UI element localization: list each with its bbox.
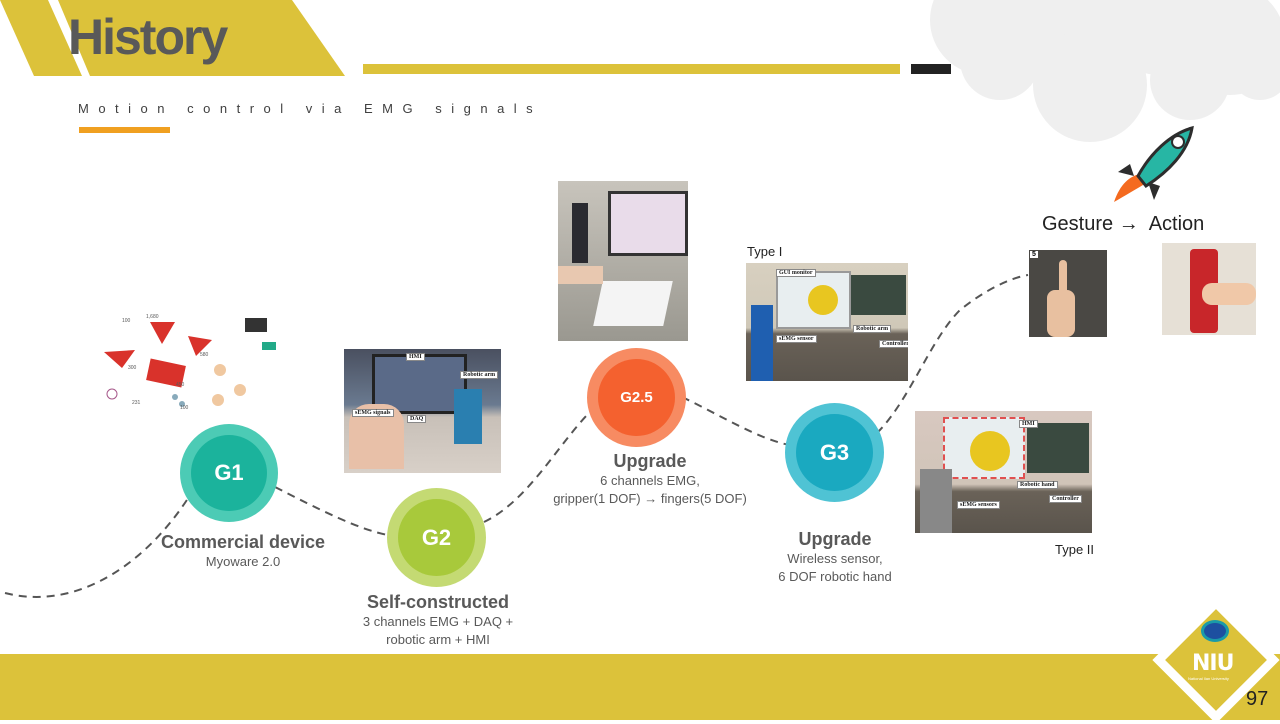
myoware-collage: 100 1,680 300 580 450 231 100 — [100, 312, 295, 417]
stage-node-g2: G2 — [387, 488, 486, 587]
gesture-action-heading: Gesture → Action — [1042, 213, 1205, 235]
logo-subtext: National Ilan University — [1188, 676, 1229, 681]
page-number: 97 — [1246, 688, 1269, 710]
header-decoration — [0, 0, 1280, 142]
logo-text: NIU — [1192, 651, 1234, 676]
stage-node-g3: G3 — [785, 403, 884, 502]
type1-photo: GUI monitor Robotic arm sEMG sensor Cont… — [746, 263, 908, 381]
page-title: History — [68, 9, 228, 65]
stage-node-g1: G1 — [180, 424, 278, 522]
type2-caption: Type II — [1055, 542, 1095, 557]
g2-setup-photo: HMI Robotic arm sEMG signals DAQ — [344, 349, 501, 473]
gesture-photo: 5 — [1029, 250, 1107, 337]
g25-setup-photo — [558, 181, 688, 341]
stage-node-g25: G2.5 — [587, 348, 686, 447]
action-photo — [1162, 243, 1256, 335]
footer-band — [0, 654, 1280, 720]
type2-photo: HMI Robotic hand Controller sEMG sensors — [915, 411, 1092, 533]
type1-caption: Type I — [747, 244, 783, 259]
rocket-icon — [1114, 125, 1194, 202]
logo-emblem-icon — [1201, 620, 1229, 642]
page-subtitle: Motion control via EMG signals — [78, 101, 543, 116]
